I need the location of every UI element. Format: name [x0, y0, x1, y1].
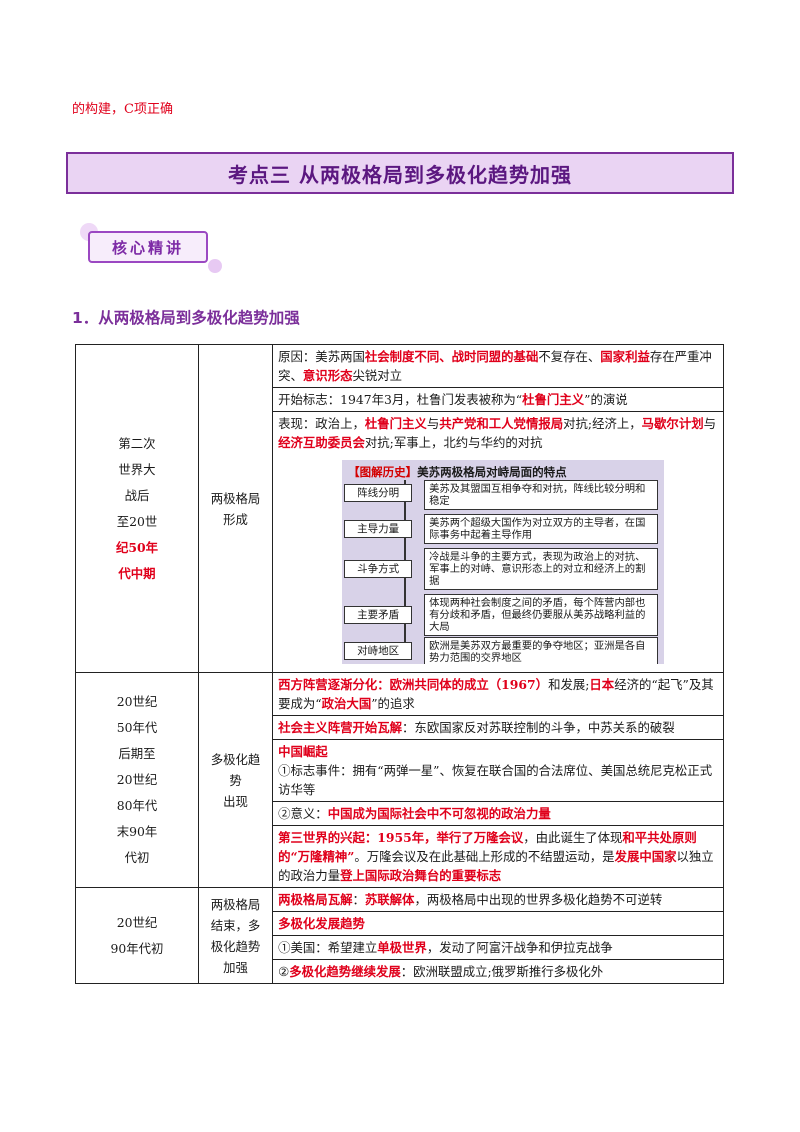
badge-decoration-dot — [208, 259, 222, 273]
third-world-cell: 第三世界的兴起：1955年，举行了万隆会议，由此诞生了体现和平共处原则的“万隆精… — [272, 825, 724, 888]
diagram-text: 欧洲是美苏双方最重要的争夺地区；亚洲是各自势力范围的交界地区 — [424, 637, 659, 664]
start-cell: 开始标志：1947年3月，杜鲁门发表被称为“杜鲁门主义”的演说 — [272, 387, 724, 412]
section-title: 考点三 从两极格局到多极化趋势加强 — [228, 162, 572, 187]
badge-label: 核心精讲 — [111, 238, 184, 257]
diagram-label: 主导力量 — [344, 520, 413, 538]
diagram-text: 冷战是斗争的主要方式，表现为政治上的对抗、军事上的对峙、意识形态上的对立和经济上… — [424, 548, 659, 590]
stage-cell: 多极化趋 势 出现 — [197, 672, 274, 888]
cause-cell: 原因：美苏两国社会制度不同、战时同盟的基础不复存在、国家利益存在严重冲突、意识形… — [272, 344, 724, 388]
continue-cell: ②多极化趋势继续发展：欧洲联盟成立;俄罗斯推行多极化外 — [272, 959, 724, 984]
subheading: 1．从两极格局到多极化趋势加强 — [72, 309, 300, 327]
diagram-title: 【图解历史】美苏两极格局对峙局面的特点 — [348, 465, 567, 479]
core-badge: 核心精讲 — [80, 223, 222, 273]
socialist-cell: 社会主义阵营开始瓦解：东欧国家反对苏联控制的斗争，中苏关系的破裂 — [272, 715, 724, 740]
china-cell: 中国崛起 ①标志事件：拥有“两弹一星”、恢复在联合国的合法席位、美国总统尼克松正… — [272, 739, 724, 802]
trend-title-cell: 多极化发展趋势 — [272, 911, 724, 936]
stage-cell: 两极格局 结束，多 极化趋势 加强 — [197, 887, 274, 984]
diagram-label: 对峙地区 — [344, 642, 413, 660]
china-meaning-cell: ②意义：中国成为国际社会中不可忽视的政治力量 — [272, 801, 724, 826]
west-cell: 西方阵营逐渐分化：欧洲共同体的成立（1967）和发展;日本经济的“起飞”及其要成… — [272, 672, 724, 716]
period-cell: 第二次 世界大 战后 至20世 纪50年 代中期 — [75, 344, 199, 673]
collapse-cell: 两极格局瓦解：苏联解体，两极格局中出现的世界多极化趋势不可逆转 — [272, 887, 724, 912]
continued-text: 的构建，C项正确 — [72, 102, 173, 117]
characteristics-diagram: 【图解历史】美苏两极格局对峙局面的特点 阵线分明 美苏及其盟国互相争夺和对抗，阵… — [342, 460, 665, 664]
diagram-text: 美苏两个超级大国作为对立双方的主导者，在国际事务中起着主导作用 — [424, 514, 659, 544]
diagram-text: 体现两种社会制度之间的矛盾，每个阵营内部也有分歧和矛盾，但最终仍要服从美苏战略利… — [424, 594, 659, 636]
diagram-text: 美苏及其盟国互相争夺和对抗，阵线比较分明和稳定 — [424, 480, 659, 510]
period-cell: 20世纪 50年代 后期至 20世纪 80年代 末90年 代初 — [75, 672, 199, 888]
period-cell: 20世纪 90年代初 — [75, 887, 199, 984]
diagram-label: 斗争方式 — [344, 560, 413, 578]
stage-cell: 两极格局 形成 — [197, 344, 274, 673]
section-title-banner: 考点三 从两极格局到多极化趋势加强 — [66, 152, 734, 194]
badge-box: 核心精讲 — [88, 231, 208, 263]
usa-cell: ①美国：希望建立单极世界，发动了阿富汗战争和伊拉克战争 — [272, 935, 724, 960]
manifest-cell: 表现：政治上，杜鲁门主义与共产党和工人党情报局对抗;经济上，马歇尔计划与经济互助… — [272, 411, 724, 673]
diagram-label: 主要矛盾 — [344, 606, 413, 624]
content-table: 第二次 世界大 战后 至20世 纪50年 代中期 两极格局 形成 原因：美苏两国… — [75, 344, 724, 984]
diagram-label: 阵线分明 — [344, 484, 413, 502]
